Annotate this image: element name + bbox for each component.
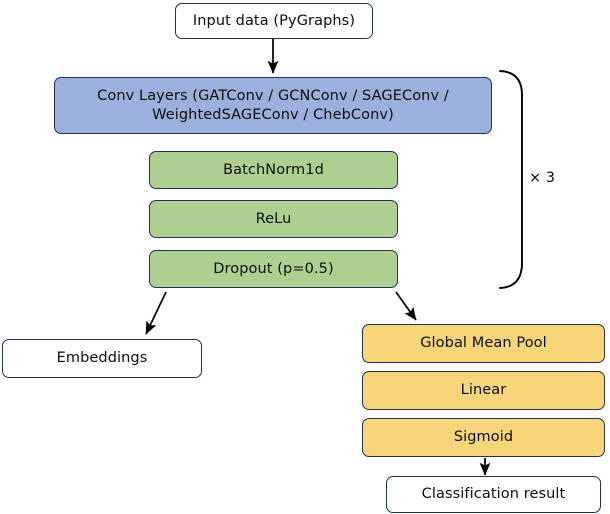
node-embeddings: Embeddings <box>2 339 202 378</box>
node-global-mean-pool-label: Global Mean Pool <box>420 335 547 352</box>
node-embeddings-label: Embeddings <box>56 350 148 367</box>
node-batchnorm1d-label: BatchNorm1d <box>223 161 324 178</box>
repeat-count-label: × 3 <box>529 170 555 186</box>
node-conv-layers-label: Conv Layers (GATConv / GCNConv / SAGECon… <box>97 88 449 123</box>
node-sigmoid-label: Sigmoid <box>453 429 514 446</box>
node-classification-result-label: Classification result <box>421 486 566 503</box>
node-linear-label: Linear <box>460 382 507 399</box>
node-dropout: Dropout (p=0.5) <box>149 250 398 288</box>
node-conv-layers: Conv Layers (GATConv / GCNConv / SAGECon… <box>54 77 492 134</box>
node-classification-result: Classification result <box>386 476 601 513</box>
node-dropout-label: Dropout (p=0.5) <box>213 260 334 277</box>
node-sigmoid: Sigmoid <box>362 418 605 457</box>
node-global-mean-pool: Global Mean Pool <box>362 324 605 363</box>
node-relu: ReLu <box>149 200 398 238</box>
repeat-bracket <box>499 70 523 289</box>
node-batchnorm1d: BatchNorm1d <box>149 151 398 189</box>
node-input-data-label: Input data (PyGraphs) <box>192 12 356 29</box>
node-input-data: Input data (PyGraphs) <box>175 3 373 39</box>
arrow-dropout-to-pool <box>395 291 417 321</box>
node-relu-label: ReLu <box>255 210 292 227</box>
arrow-dropout-to-embeddings <box>145 291 167 335</box>
node-linear: Linear <box>362 371 605 410</box>
